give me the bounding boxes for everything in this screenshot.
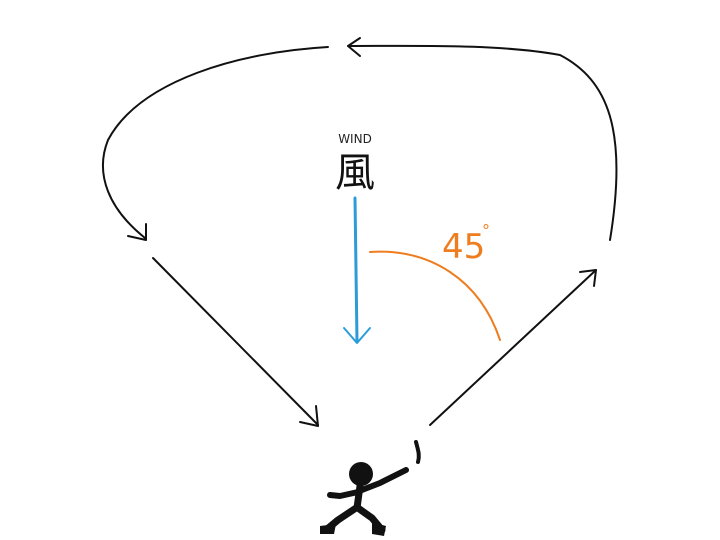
wind-kanji: 風 <box>335 150 375 196</box>
angle-value: 45 <box>442 227 485 267</box>
angle-degree-symbol: ° <box>482 221 490 240</box>
top-loop-arrow <box>101 37 618 241</box>
ascend-arrow <box>429 269 597 426</box>
stick-figure-icon <box>320 462 409 536</box>
wind-caption: WIND <box>338 132 372 146</box>
descend-arrow <box>152 257 319 427</box>
angle-arc <box>369 250 501 341</box>
kite-line-mark <box>414 440 421 464</box>
wind-direction-arrow <box>343 196 371 344</box>
